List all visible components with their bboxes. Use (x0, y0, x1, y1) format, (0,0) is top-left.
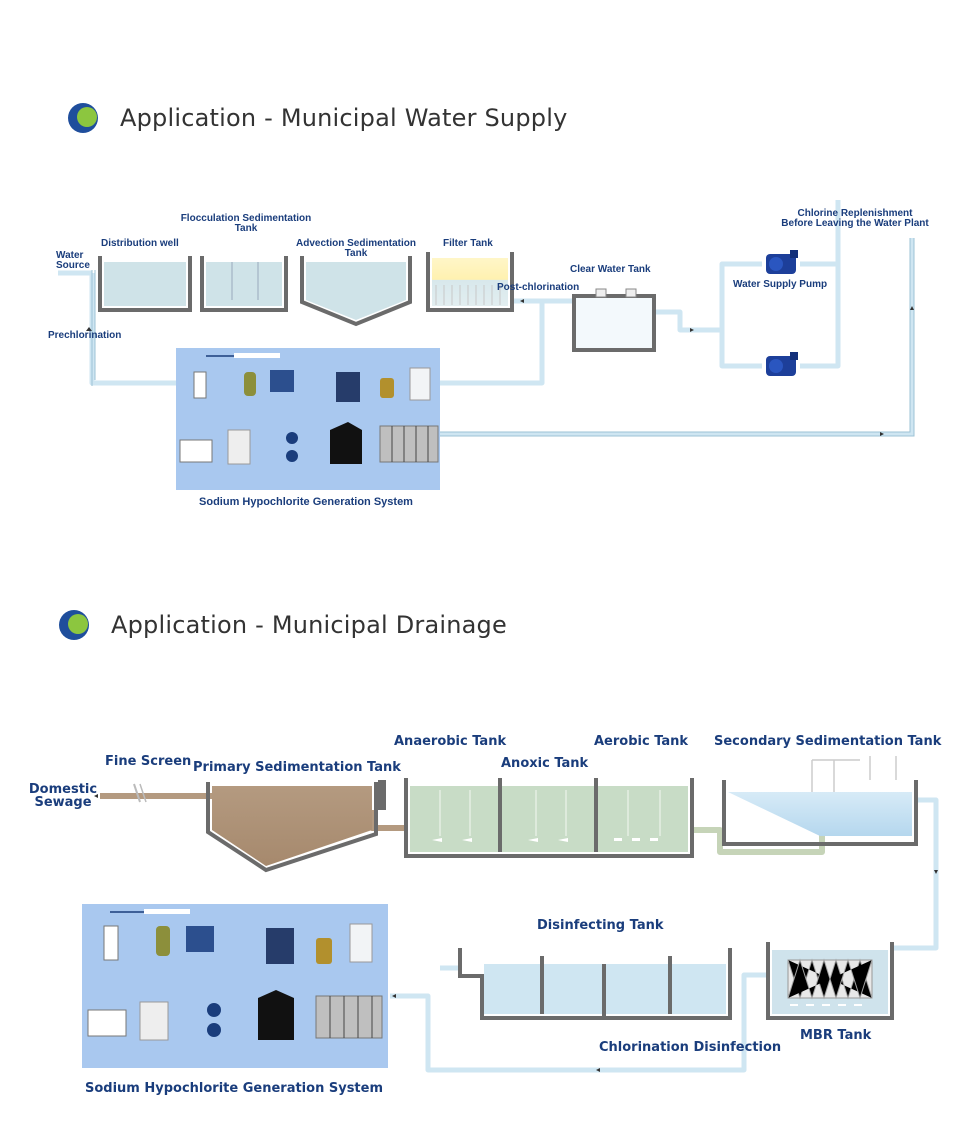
label-flocculation-tank: Flocculation Sedimentation (181, 213, 312, 224)
label-water-supply-pump: Water Supply Pump (733, 279, 827, 290)
naclo-system-panel (176, 348, 440, 490)
aao-tank (404, 778, 694, 858)
label-mbr-tank: MBR Tank (800, 1028, 872, 1043)
label-water-source: Water (56, 250, 84, 261)
label-flocculation-tank: Tank (235, 223, 258, 234)
distribution-well-tank (98, 256, 192, 312)
brand-logo-icon (68, 103, 98, 133)
water-supply-pump-icon (766, 250, 798, 274)
drainage-title-text: Application - Municipal Drainage (111, 611, 507, 639)
filter-tank (426, 252, 514, 312)
supply-title-text: Application - Municipal Water Supply (120, 104, 568, 132)
label-distribution-well: Distribution well (101, 238, 179, 249)
water-supply-pump-icon (766, 352, 798, 376)
supply-pipes (58, 200, 915, 437)
naclo-system-panel (82, 904, 388, 1068)
flow-arrows (86, 299, 914, 436)
flocculation-sedimentation-tank (200, 256, 288, 312)
label-chlorine-replenishment: Chlorine Replenishment (797, 208, 913, 219)
fine-screen (133, 783, 147, 803)
clear-water-tank (572, 288, 656, 352)
label-aerobic-tank: Aerobic Tank (594, 734, 688, 749)
primary-sedimentation-tank (206, 780, 386, 873)
label-anoxic-tank: Anoxic Tank (501, 756, 589, 771)
label-chlorine-replenishment: Before Leaving the Water Plant (781, 218, 929, 229)
label-domestic-sewage: Domestic (29, 782, 97, 797)
disinfecting-tank (458, 948, 732, 1020)
label-disinfecting-tank: Disinfecting Tank (537, 918, 664, 933)
label-post-chlorination: Post-chlorination (497, 282, 579, 293)
label-advection-tank: Advection Sedimentation (296, 238, 416, 249)
label-domestic-sewage: Sewage (34, 795, 91, 810)
drainage-section-title: Application - Municipal Drainage (59, 610, 507, 640)
label-primary-sedimentation: Primary Sedimentation Tank (193, 760, 401, 775)
label-water-source: Source (56, 260, 90, 271)
label-filter-tank: Filter Tank (443, 238, 493, 249)
label-fine-screen: Fine Screen (105, 754, 191, 769)
label-secondary-sedimentation: Secondary Sedimentation Tank (714, 734, 942, 749)
flow-arrows (94, 794, 938, 1072)
label-anaerobic-tank: Anaerobic Tank (394, 734, 506, 749)
label-naclo-system: Sodium Hypochlorite Generation System (199, 496, 413, 508)
label-clear-water-tank: Clear Water Tank (570, 264, 651, 275)
advection-sedimentation-tank (300, 256, 412, 327)
label-chlorination-disinfection: Chlorination Disinfection (599, 1040, 781, 1055)
supply-section-title: Application - Municipal Water Supply (68, 103, 567, 133)
brand-logo-icon (59, 610, 89, 640)
label-prechlorination: Prechlorination (48, 330, 121, 341)
water-supply-diagram: Water Source Distribution well Flocculat… (48, 200, 929, 508)
label-naclo-system: Sodium Hypochlorite Generation System (85, 1081, 383, 1096)
secondary-sedimentation-tank (722, 756, 918, 846)
label-advection-tank: Tank (345, 248, 368, 259)
mbr-tank (766, 942, 894, 1020)
